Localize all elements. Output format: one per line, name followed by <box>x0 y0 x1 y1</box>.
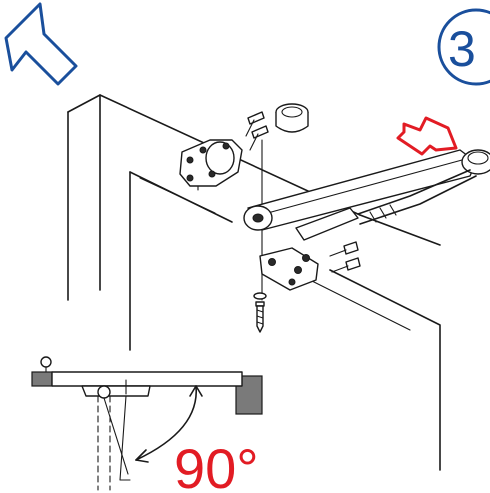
wall-left <box>31 371 53 387</box>
swing-arc <box>135 385 197 461</box>
mounting-bracket <box>179 139 243 187</box>
arm-shoe <box>259 247 319 291</box>
pivot-knob <box>40 356 52 368</box>
side-screws <box>329 241 361 273</box>
step-number: 3 <box>448 21 476 77</box>
swing-inset <box>31 356 263 491</box>
pull-direction-arrow-icon <box>396 116 458 156</box>
door-bar <box>51 371 243 387</box>
top-screws <box>245 111 269 151</box>
angle-label: 90° <box>174 437 259 493</box>
step-circle <box>437 8 490 86</box>
open-direction-arrow-icon <box>4 2 78 86</box>
step-number-badge: 3 <box>437 8 490 86</box>
closer-body <box>81 385 151 397</box>
forearm-rod <box>295 169 477 241</box>
bottom-screw <box>253 292 267 333</box>
closer-arm <box>243 149 490 231</box>
cover-cap <box>275 103 309 133</box>
